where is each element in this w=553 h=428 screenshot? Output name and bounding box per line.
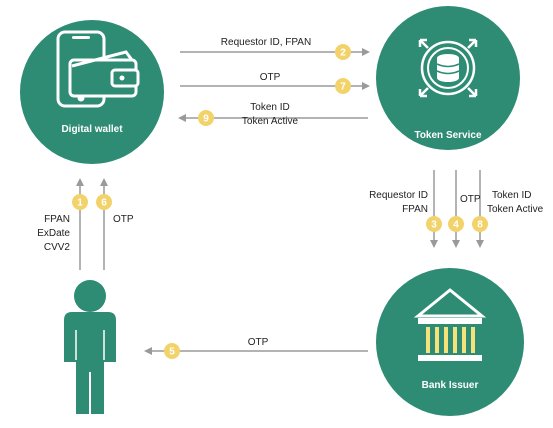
step-badge-8: 8 xyxy=(472,216,488,232)
bank-issuer-node: Bank Issuer xyxy=(376,268,524,416)
step-number: 4 xyxy=(453,220,459,231)
step-number: 6 xyxy=(101,198,107,209)
step-3-label-line-1: Requestor ID xyxy=(369,190,428,201)
token-service-title: Token Service xyxy=(414,130,482,141)
step-7-label: OTP xyxy=(260,72,281,83)
mobile-wallet-icon xyxy=(56,30,140,108)
bank-issuer-title: Bank Issuer xyxy=(422,380,479,391)
step-badge-6: 6 xyxy=(96,194,112,210)
step-badge-9: 9 xyxy=(198,110,214,126)
step-badge-3: 3 xyxy=(426,216,442,232)
step-badge-4: 4 xyxy=(448,216,464,232)
step-number: 3 xyxy=(431,220,437,231)
step-badge-1: 1 xyxy=(72,194,88,210)
person-icon xyxy=(64,280,116,414)
digital-wallet-title: Digital wallet xyxy=(61,124,123,135)
step-1-label-line-3: CVV2 xyxy=(44,242,71,253)
step-8-label-line-1: Token ID xyxy=(492,190,531,201)
step-9-label-line-2: Token Active xyxy=(242,116,299,127)
step-number: 8 xyxy=(477,220,483,231)
step-9-label-line-1: Token ID xyxy=(250,102,289,113)
digital-wallet-node: Digital wallet xyxy=(20,20,164,164)
step-1-label-line-2: ExDate xyxy=(37,228,70,239)
step-labels: Requestor ID, FPAN OTP Token ID Token Ac… xyxy=(37,37,543,348)
step-number: 9 xyxy=(203,114,209,125)
step-8-label-line-2: Token Active xyxy=(487,204,544,215)
step-badges: 1 2 3 4 5 6 7 8 9 xyxy=(72,44,488,359)
step-5-label: OTP xyxy=(248,337,269,348)
bank-issuer-circle xyxy=(376,268,524,416)
bank-building-icon xyxy=(413,288,487,361)
step-6-label: OTP xyxy=(113,214,134,225)
step-number: 2 xyxy=(340,48,346,59)
step-3-label-line-2: FPAN xyxy=(402,204,428,215)
step-number: 7 xyxy=(340,82,346,93)
step-badge-5: 5 xyxy=(164,343,180,359)
step-number: 1 xyxy=(77,198,83,209)
step-badge-7: 7 xyxy=(335,78,351,94)
database-expand-icon xyxy=(418,38,478,98)
step-number: 5 xyxy=(169,347,175,358)
token-service-node: Token Service xyxy=(376,6,520,150)
step-1-label-line-1: FPAN xyxy=(44,214,70,225)
step-4-label: OTP xyxy=(460,194,481,205)
step-2-label: Requestor ID, FPAN xyxy=(221,37,311,48)
step-badge-2: 2 xyxy=(335,44,351,60)
